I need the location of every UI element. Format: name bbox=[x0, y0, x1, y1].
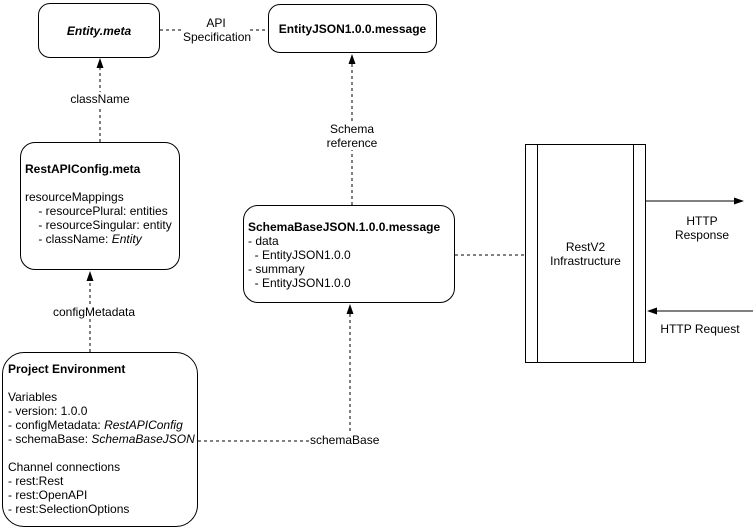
node-entity-json-message-title: EntityJSON1.0.0.message bbox=[278, 21, 427, 36]
node-line: resourceMappings bbox=[25, 190, 124, 204]
edge-label-classname: className bbox=[65, 92, 135, 106]
edge-classname-arrowhead bbox=[96, 58, 104, 68]
edge-label-api-specification: API Specification bbox=[183, 16, 252, 44]
node-schema-base-json-message: SchemaBaseJSON.1.0.0.message - data - En… bbox=[243, 205, 455, 303]
node-line: - EntityJSON1.0.0 bbox=[248, 248, 351, 262]
component-left-bar bbox=[537, 145, 538, 362]
edge-schema-base bbox=[198, 313, 351, 442]
component-right-bar bbox=[633, 145, 634, 362]
node-line: - schemaBase: SchemaBaseJSON bbox=[8, 432, 195, 446]
node-line: - configMetadata: RestAPIConfig bbox=[8, 418, 183, 432]
node-project-environment-body: Variables - version: 1.0.0 - configMetad… bbox=[8, 390, 195, 516]
edge-label-schema-reference: Schema reference bbox=[304, 122, 400, 150]
node-schema-base-json-message-title: SchemaBaseJSON.1.0.0.message bbox=[248, 220, 441, 234]
edge-label-config-metadata: configMetadata bbox=[53, 305, 136, 319]
edge-label-http-request: HTTP Request bbox=[660, 322, 740, 336]
node-line: Variables bbox=[8, 390, 58, 404]
node-line: - data bbox=[248, 234, 279, 248]
node-line: - version: 1.0.0 bbox=[8, 404, 88, 418]
node-line bbox=[8, 446, 193, 460]
node-line: - rest:SelectionOptions bbox=[8, 502, 130, 516]
node-entity-meta-title: Entity.meta bbox=[66, 23, 132, 38]
node-rest-api-config-meta: RestAPIConfig.meta resourceMappings - re… bbox=[20, 142, 180, 270]
node-project-environment-title: Project Environment bbox=[8, 362, 126, 376]
node-line: Channel connections bbox=[8, 460, 121, 474]
node-entity-meta: Entity.meta bbox=[38, 3, 160, 58]
node-restv2-infrastructure-title-line2: Infrastructure bbox=[550, 253, 621, 268]
node-line: - EntityJSON1.0.0 bbox=[248, 276, 351, 290]
edge-schema-base-arrowhead bbox=[346, 304, 354, 314]
node-line: - summary bbox=[248, 262, 305, 276]
node-schema-base-json-message-body: - data - EntityJSON1.0.0 - summary - Ent… bbox=[248, 234, 450, 290]
edge-http-request-arrowhead bbox=[647, 307, 657, 315]
edge-label-api-specification-line2: Specification bbox=[183, 30, 252, 44]
edge-http-response-arrowhead bbox=[734, 197, 744, 205]
node-project-environment: Project Environment Variables - version:… bbox=[2, 352, 198, 527]
edge-label-schema-base: schemaBase bbox=[310, 433, 380, 447]
node-line: - resourcePlural: entities bbox=[25, 204, 168, 218]
node-restv2-infrastructure: RestV2 Infrastructure bbox=[525, 144, 646, 363]
edge-schema-reference-arrowhead bbox=[348, 54, 356, 64]
edge-label-api-specification-line1: API bbox=[206, 16, 226, 30]
node-line: - rest:OpenAPI bbox=[8, 488, 88, 502]
edge-config-metadata-arrowhead bbox=[86, 271, 94, 281]
node-restv2-infrastructure-title-line1: RestV2 bbox=[565, 239, 606, 254]
node-line: - resourceSingular: entity bbox=[25, 218, 172, 232]
edge-label-http-response: HTTP Response bbox=[674, 214, 730, 242]
node-rest-api-config-meta-title: RestAPIConfig.meta bbox=[25, 162, 141, 176]
node-line: - rest:Rest bbox=[8, 474, 64, 488]
node-line: - className: Entity bbox=[25, 232, 142, 246]
node-entity-json-message: EntityJSON1.0.0.message bbox=[268, 4, 437, 53]
node-rest-api-config-meta-body: resourceMappings - resourcePlural: entit… bbox=[25, 190, 175, 246]
